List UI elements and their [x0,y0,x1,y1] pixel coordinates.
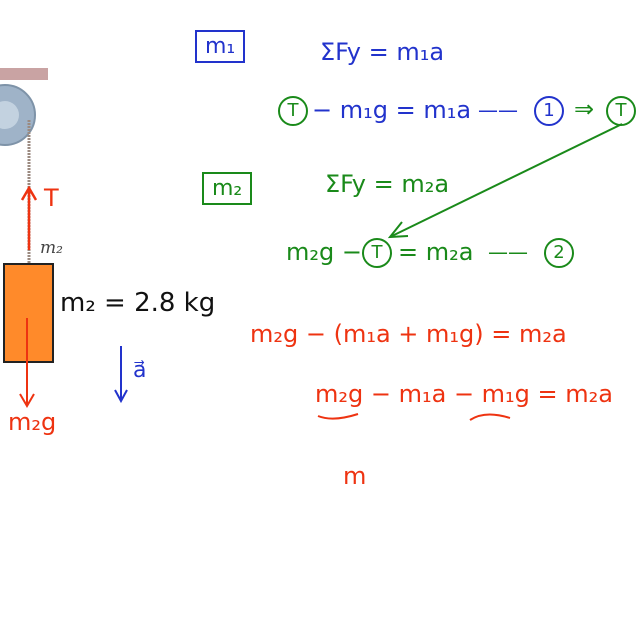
substitution-arrow [391,123,623,237]
m1-box: m₁ [195,30,246,63]
eq-number-1: 1 [534,96,564,126]
tension-label: T [44,184,59,212]
implies-arrow: ⇒ [574,95,595,123]
acceleration-arrowhead [114,389,128,404]
combined-line-3: m [343,462,367,490]
eq-number-2: 2 [544,238,574,268]
dash: —— [478,98,518,122]
tension-circle: T [362,238,392,268]
dash: —— [488,240,528,264]
tension-circle: T [278,96,308,126]
combined-line-1: m₂g − (m₁a + m₁g) = m₂a [250,320,567,348]
pulley-hub [0,101,19,129]
m1-sum-forces: ΣFy = m₁a [320,38,445,66]
acceleration-label: a⃗ [133,358,147,383]
underline-m2g [317,413,359,420]
underline-m1g [469,413,511,421]
m2-sum-forces: ΣFy = m₂a [325,170,450,198]
substitution-arrowhead [387,221,409,239]
hanging-block [3,263,54,363]
weight-label: m₂g [8,408,57,436]
m2-eq-start: m₂g − [286,238,362,266]
m2-box: m₂ [202,172,253,205]
tension-circle-right: T [606,96,636,126]
m2-eq-rest: = m₂a [398,238,474,266]
combined-line-2: m₂g − m₁a − m₁g = m₂a [315,380,613,408]
block-label: m₂ [40,238,63,258]
ceiling-mount [0,68,48,80]
weight-arrowhead [19,393,35,408]
mass-value: m₂ = 2.8 kg [60,288,216,318]
tension-arrowhead [20,185,38,201]
m1-eq-rest: − m₁g = m₁a [312,96,472,124]
